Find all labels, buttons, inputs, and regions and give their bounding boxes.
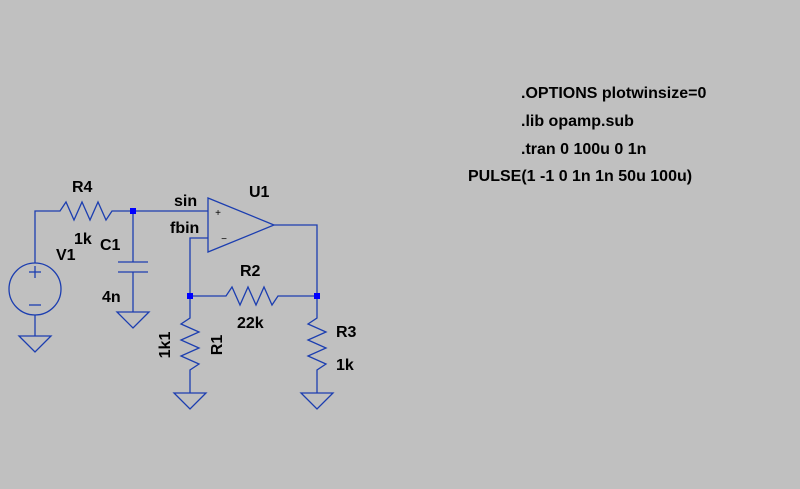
ground-icon <box>17 335 53 353</box>
r1-value-label: 1k1 <box>157 332 174 359</box>
c1-name-label: C1 <box>100 237 121 254</box>
junction-dot <box>314 293 320 299</box>
v1-voltage-source[interactable] <box>8 262 62 336</box>
r3-value-label: 1k <box>336 357 354 374</box>
opamp-plus-sign: + <box>215 208 221 219</box>
c1-capacitor[interactable] <box>118 261 148 273</box>
ground-icon <box>172 392 208 410</box>
r4-value-label: 1k <box>74 231 92 248</box>
r3-resistor[interactable] <box>306 312 328 376</box>
u1-name-label: U1 <box>249 184 270 201</box>
r4-resistor[interactable] <box>56 200 120 222</box>
ground-icon <box>299 392 335 410</box>
r2-name-label: R2 <box>240 263 261 280</box>
spice-directive[interactable]: .tran 0 100u 0 1n <box>521 141 646 158</box>
net-label-fbin: fbin <box>170 220 199 237</box>
r1-name-label: R1 <box>209 335 226 356</box>
c1-value-label: 4n <box>102 289 121 306</box>
r4-name-label: R4 <box>72 179 93 196</box>
junction-dot <box>130 208 136 214</box>
u1-opamp[interactable] <box>207 197 276 253</box>
spice-directive[interactable]: .lib opamp.sub <box>521 113 634 130</box>
r1-resistor[interactable] <box>179 312 201 376</box>
wire-v1-to-r4[interactable] <box>34 210 56 262</box>
ground-icon <box>115 311 151 329</box>
junction-dot <box>187 293 193 299</box>
spice-directive[interactable]: PULSE(1 -1 0 1n 1n 50u 100u) <box>468 168 692 185</box>
spice-directive[interactable]: .OPTIONS plotwinsize=0 <box>521 85 706 102</box>
wire-fbin[interactable] <box>189 237 208 296</box>
r3-name-label: R3 <box>336 324 357 341</box>
net-label-sin: sin <box>174 193 197 210</box>
wire-opamp-out[interactable] <box>274 224 318 312</box>
v1-name-label: V1 <box>56 247 76 264</box>
opamp-minus-sign: − <box>221 234 227 245</box>
r2-resistor[interactable] <box>222 285 286 307</box>
r2-value-label: 22k <box>237 315 264 332</box>
